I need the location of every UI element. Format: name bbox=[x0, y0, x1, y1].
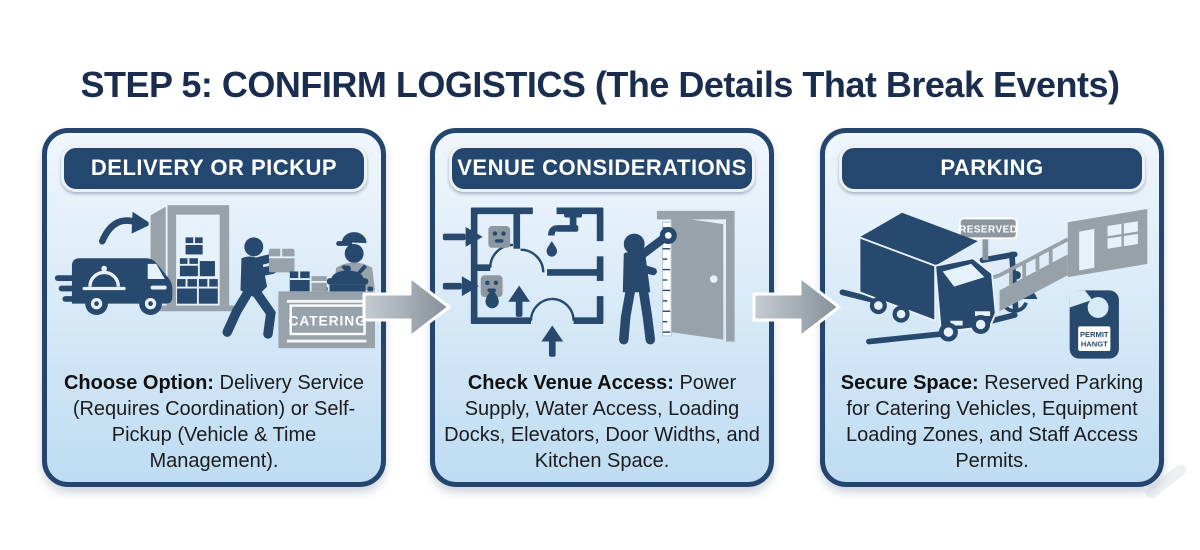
panel-delivery-or-pickup: DELIVERY OR PICKUP bbox=[42, 128, 386, 487]
caption-lead: Choose Option: bbox=[63, 372, 214, 394]
catering-counter-icon: CATERING bbox=[278, 291, 375, 349]
permit-label-line2: HANGT bbox=[1081, 339, 1108, 348]
panel-caption: Secure Space: Reserved Parking for Cater… bbox=[833, 370, 1151, 474]
page-title: STEP 5: CONFIRM LOGISTICS (The Details T… bbox=[80, 64, 1120, 105]
caption-rest: Delivery Service (Requires Coordination)… bbox=[72, 372, 365, 472]
pointer-arrows-icon bbox=[442, 226, 564, 357]
person-measuring-icon bbox=[619, 226, 677, 345]
flow-arrow-icon bbox=[362, 275, 451, 339]
parking-illustration-icon: RESERVED bbox=[839, 208, 1148, 359]
panel-venue-considerations: VENUE CONSIDERATIONS bbox=[430, 128, 774, 487]
caption-lead: Secure Space: bbox=[840, 372, 979, 394]
water-droplet-icon bbox=[485, 288, 499, 309]
curved-arrow-icon bbox=[98, 211, 152, 245]
floorplan-measuring-icon bbox=[442, 207, 735, 357]
panel-caption: Choose Option: Delivery Service (Require… bbox=[55, 370, 373, 474]
box-truck-icon bbox=[858, 212, 997, 342]
catering-label: CATERING bbox=[289, 313, 367, 328]
cloche-icon bbox=[82, 265, 126, 291]
caption-rest: Reserved Parking for Catering Vehicles, … bbox=[845, 372, 1144, 472]
loading-ramp-building-icon bbox=[973, 208, 1148, 312]
panel-caption: Check Venue Access: Power Supply, Water … bbox=[443, 370, 761, 474]
faucet-icon bbox=[546, 212, 583, 257]
counter-boxes-icon bbox=[289, 271, 327, 292]
door-swing-arcs-icon bbox=[489, 243, 575, 321]
caption-rest: Power Supply, Water Access, Loading Dock… bbox=[444, 372, 760, 472]
flow-arrow-icon bbox=[752, 275, 841, 339]
person-carrying-box-icon bbox=[222, 237, 295, 339]
permit-hang-tag-icon: PERMIT HANGT bbox=[1069, 290, 1119, 359]
panel-banner: VENUE CONSIDERATIONS bbox=[449, 145, 755, 192]
power-outlet-icon bbox=[480, 226, 511, 298]
delivery-van-icon bbox=[71, 258, 173, 316]
panel-banner: DELIVERY OR PICKUP bbox=[61, 145, 367, 192]
permit-label-line1: PERMIT bbox=[1080, 330, 1109, 339]
floorplan-walls-icon bbox=[470, 207, 604, 325]
panel-banner: PARKING bbox=[839, 145, 1145, 192]
loading-door-boxes-icon bbox=[148, 203, 237, 312]
panel-parking: PARKING RESERVED bbox=[820, 128, 1164, 487]
delivery-van-boxes-catering-icon: CATERING bbox=[54, 203, 375, 349]
caption-lead: Check Venue Access: bbox=[467, 372, 674, 394]
reserved-sign-icon: RESERVED bbox=[958, 217, 1018, 261]
reserved-label: RESERVED bbox=[959, 225, 1017, 236]
